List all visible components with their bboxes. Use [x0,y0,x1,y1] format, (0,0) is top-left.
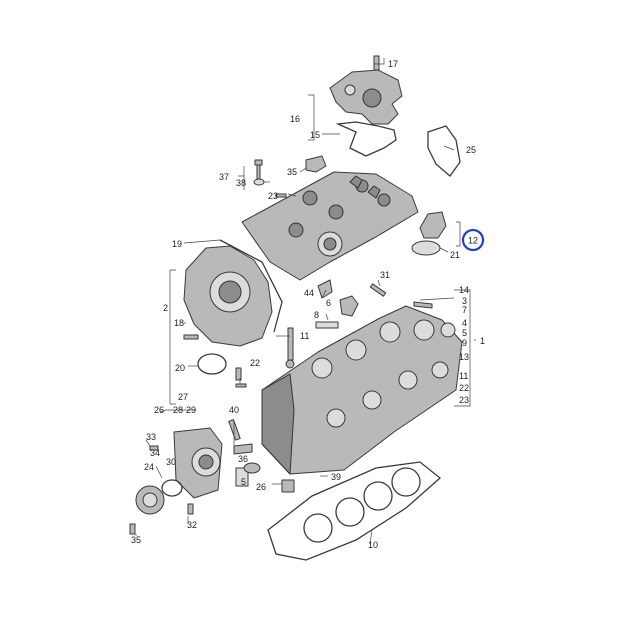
callout-28: 28 [173,405,183,415]
callout-30: 30 [166,457,176,467]
callout-29: 29 [186,405,196,415]
callout-22: 22 [250,358,260,368]
bolt-37 [254,159,263,180]
callout-5b: 5 [241,477,246,487]
callout-9: 9 [462,338,467,348]
callout-23b: 23 [459,395,469,405]
callout-7: 7 [462,305,467,315]
callout-4: 4 [462,318,467,328]
callout-26b: 26 [256,482,266,492]
callout-16: 16 [290,114,300,124]
head-gasket-10 [267,461,442,561]
callout-35b: 35 [131,535,141,545]
callout-11b: 11 [459,371,468,381]
bolt-18 [183,334,199,340]
callout-39: 39 [331,472,341,482]
callout-1: 1 [480,336,485,346]
leader-lines [135,58,476,545]
callout-3: 3 [462,296,467,306]
callout-20: 20 [175,363,185,373]
callout-2: 2 [163,303,168,313]
cylinder-head-cover [241,171,419,281]
oring-20 [197,353,227,375]
camshaft-parts [285,279,433,369]
callout-15: 15 [310,130,320,140]
callout-35: 35 [287,167,297,177]
callout-17: 17 [388,59,398,69]
callout-14: 14 [459,285,469,295]
cylinder-head [261,305,463,475]
callout-18: 18 [174,318,184,328]
callout-23: 23 [268,191,278,201]
callout-6: 6 [326,298,331,308]
bolt-23 [275,193,287,198]
gasket-25 [427,125,461,177]
callout-27: 27 [178,392,188,402]
callout-12: 12 [468,236,478,246]
water-pump-assembly [129,427,223,535]
callout-19: 19 [172,239,182,249]
callout-44: 44 [304,288,314,298]
valve-components [228,367,295,493]
callout-13: 13 [459,352,469,362]
callout-36: 36 [238,454,248,464]
callout-26: 26 [154,405,164,415]
callout-12-highlight[interactable]: 12 [461,228,485,252]
callout-10: 10 [368,540,378,550]
timing-cover [183,239,283,347]
washer-38 [253,178,265,186]
gasket-15 [335,121,397,157]
callout-11: 11 [300,331,309,341]
callout-34: 34 [150,448,160,458]
sensor-35 [305,155,327,173]
callout-38: 38 [236,178,246,188]
oil-filter-housing [329,55,403,125]
callout-40: 40 [229,405,239,415]
callout-37: 37 [219,172,229,182]
callout-24: 24 [144,462,154,472]
callout-32: 32 [187,520,197,530]
callout-5: 5 [462,328,467,338]
callout-21: 21 [450,250,460,260]
callout-8: 8 [314,310,319,320]
callout-25: 25 [466,145,476,155]
callout-33: 33 [146,432,156,442]
callout-22b: 22 [459,383,469,393]
callout-31: 31 [380,270,390,280]
